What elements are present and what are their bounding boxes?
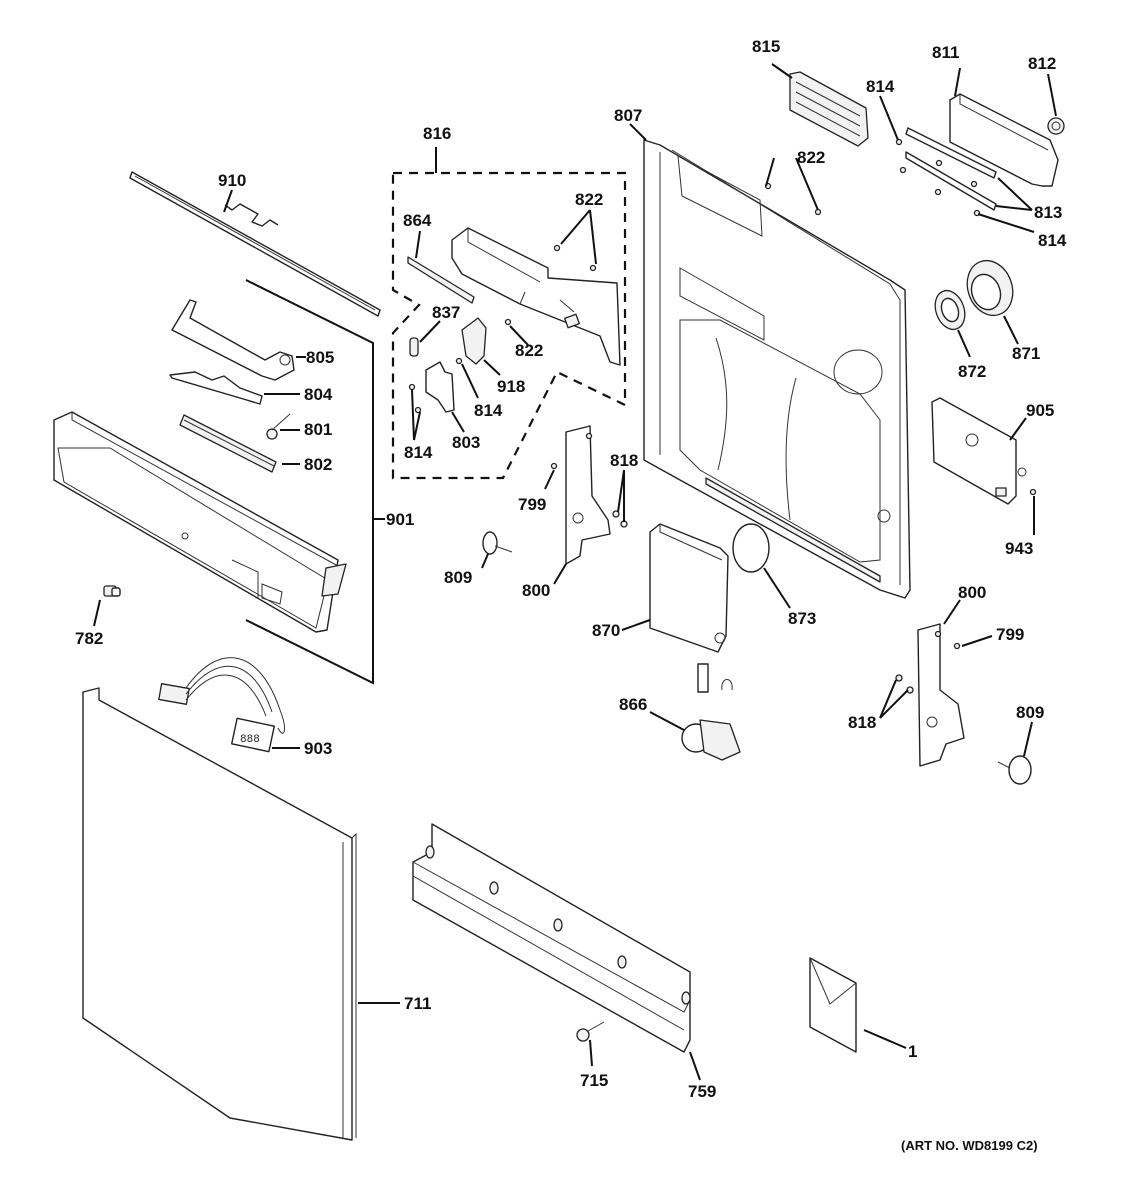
- part-latch-housing[interactable]: [451, 227, 621, 366]
- label-870: 870: [592, 621, 620, 640]
- art-number: (ART NO. WD8199 C2): [901, 1138, 1038, 1153]
- label-871: 871: [1012, 344, 1040, 363]
- part-799-screw-right[interactable]: [953, 642, 961, 650]
- label-812: 812: [1028, 54, 1056, 73]
- label-873: 873: [788, 609, 816, 628]
- label-910: 910: [218, 171, 246, 190]
- label-803: 803: [452, 433, 480, 452]
- part-711-outer-door[interactable]: [82, 687, 357, 1141]
- label-866: 866: [619, 695, 647, 714]
- label-814-d: 814: [1038, 231, 1067, 250]
- label-804: 804: [304, 385, 333, 404]
- part-815-vent-grille[interactable]: [789, 71, 869, 147]
- label-943: 943: [1005, 539, 1033, 558]
- callout-labels: 910 816 864 822 822 822 837 918 814 814 …: [75, 37, 1067, 1153]
- label-813: 813: [1034, 203, 1062, 222]
- label-901: 901: [386, 510, 414, 529]
- part-818-pins-right[interactable]: [895, 674, 914, 694]
- screws-814-822: [408, 244, 597, 414]
- part-873-gasket[interactable]: [732, 523, 770, 573]
- part-807-inner-liner[interactable]: [643, 139, 911, 599]
- label-801: 801: [304, 420, 332, 439]
- label-782: 782: [75, 629, 103, 648]
- part-813-vent-brackets[interactable]: [895, 127, 997, 217]
- part-805-handle-arm[interactable]: [171, 299, 295, 381]
- label-800-a: 800: [522, 581, 550, 600]
- label-809-a: 809: [444, 568, 472, 587]
- bracket-901: [245, 279, 385, 685]
- label-816: 816: [423, 124, 451, 143]
- label-818-a: 818: [610, 451, 638, 470]
- label-809-b: 809: [1016, 703, 1044, 722]
- label-822-a: 822: [575, 190, 603, 209]
- svg-text:888: 888: [240, 734, 260, 746]
- part-782-connector[interactable]: [103, 585, 121, 597]
- part-715-screw[interactable]: [576, 1021, 605, 1042]
- part-818-pins-left[interactable]: [612, 510, 628, 528]
- part-811-vent-assembly[interactable]: [949, 93, 1059, 187]
- label-814-a: 814: [474, 401, 503, 420]
- part-800-hinge-left[interactable]: [565, 425, 611, 565]
- label-807: 807: [614, 106, 642, 125]
- part-870-vent-duct[interactable]: [649, 523, 729, 653]
- part-812-vent-knob[interactable]: [1047, 117, 1065, 135]
- part-871-nut[interactable]: [960, 254, 1020, 322]
- label-805: 805: [306, 348, 334, 367]
- part-1-envelope[interactable]: [809, 957, 857, 1053]
- part-800-hinge-right[interactable]: [917, 623, 965, 767]
- leader-lines: [93, 63, 1057, 1081]
- part-799-screw-left[interactable]: [550, 462, 558, 470]
- label-811: 811: [932, 43, 959, 62]
- part-809-hinge-screw-right[interactable]: [997, 755, 1032, 785]
- label-715: 715: [580, 1071, 608, 1090]
- label-837: 837: [432, 303, 460, 322]
- label-814-c: 814: [866, 77, 895, 96]
- part-837-spring[interactable]: [409, 337, 419, 357]
- part-804-handle-link[interactable]: [169, 371, 263, 405]
- part-901-control-panel[interactable]: [53, 411, 347, 633]
- part-918-switch[interactable]: [461, 317, 487, 365]
- part-903-display-harness[interactable]: 888: [158, 657, 285, 753]
- part-910-top-trim[interactable]: [129, 171, 381, 317]
- part-905-detergent-dispenser[interactable]: [931, 397, 1037, 505]
- label-759: 759: [688, 1082, 716, 1101]
- label-864: 864: [403, 211, 432, 230]
- part-759-bottom-trim[interactable]: [412, 823, 691, 1053]
- part-802-handle[interactable]: [179, 414, 277, 473]
- label-800-b: 800: [958, 583, 986, 602]
- part-801-spring[interactable]: [266, 413, 291, 440]
- part-872-gasket-ring[interactable]: [930, 286, 970, 333]
- label-872: 872: [958, 362, 986, 381]
- label-822-b: 822: [797, 148, 825, 167]
- label-822-c: 822: [515, 341, 543, 360]
- label-903: 903: [304, 739, 332, 758]
- label-814-b: 814: [404, 443, 433, 462]
- label-1: 1: [908, 1042, 917, 1061]
- part-864-latch-rack[interactable]: [407, 256, 475, 304]
- label-799-a: 799: [518, 495, 546, 514]
- part-803-latch-bracket[interactable]: [425, 361, 455, 413]
- label-815: 815: [752, 37, 780, 56]
- label-905: 905: [1026, 401, 1054, 420]
- group-816-latch-assembly: [391, 171, 627, 480]
- part-866-vent-fan-motor[interactable]: [681, 663, 741, 761]
- label-711: 711: [404, 994, 431, 1013]
- label-818-b: 818: [848, 713, 876, 732]
- label-918: 918: [497, 377, 525, 396]
- label-799-b: 799: [996, 625, 1024, 644]
- label-802: 802: [304, 455, 332, 474]
- part-809-hinge-screw-left[interactable]: [482, 531, 513, 555]
